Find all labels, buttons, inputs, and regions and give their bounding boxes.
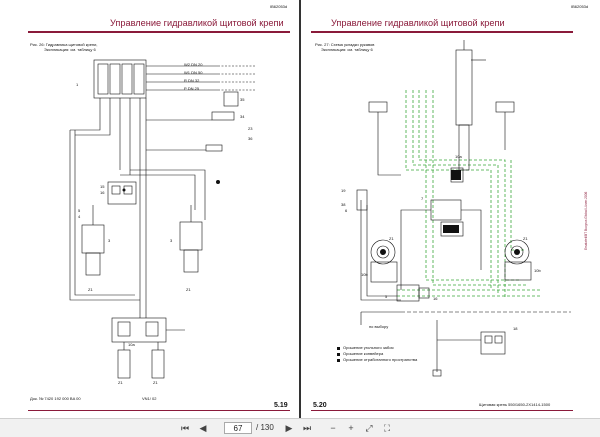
zoom-in-icon[interactable]: +: [348, 423, 354, 433]
svg-text:16: 16: [100, 190, 105, 195]
choice-label: по выбору: [369, 324, 389, 329]
svg-text:Z1: Z1: [523, 236, 528, 241]
svg-text:1: 1: [76, 82, 79, 87]
legend-label: Орошение конвейера: [343, 351, 384, 356]
title-rule: [311, 31, 573, 33]
svg-text:19: 19: [341, 188, 346, 193]
first-page-icon[interactable]: ⏮: [180, 423, 190, 433]
svg-text:10b: 10b: [361, 272, 368, 277]
hose-routing-diagram: 19 38 6 10a 7 Z1 Z1 10b 10b 5 16 18: [341, 40, 571, 377]
footer-rule: [28, 410, 290, 411]
bullet-icon: [337, 346, 340, 350]
footer-version: VN1/ 02: [142, 396, 157, 401]
page-number-input[interactable]: 67: [224, 422, 252, 434]
bullet-icon: [337, 352, 340, 356]
svg-text:18: 18: [513, 326, 518, 331]
hydraulic-schematic: 1 35 34 23 36 15 16 5 4 3 3 Z1 Z1 10a Z1…: [69, 59, 255, 385]
svg-text:Z1: Z1: [118, 380, 123, 385]
svg-text:4: 4: [78, 214, 81, 219]
svg-text:15: 15: [100, 184, 105, 189]
zoom-out-icon[interactable]: −: [330, 423, 336, 433]
figure-caption-sub: Экспликация: см. таблицу 6: [321, 47, 373, 52]
svg-text:35: 35: [240, 97, 245, 102]
svg-text:3: 3: [170, 238, 173, 243]
svg-text:16: 16: [433, 296, 438, 301]
page-title: Управление гидравликой щитовой крепи: [331, 18, 505, 28]
svg-text:Z1: Z1: [88, 287, 93, 292]
svg-text:10a: 10a: [128, 342, 135, 347]
line-label: W2 DN 20: [184, 62, 203, 67]
legend-label: Орошение отработанного пространства: [343, 357, 418, 362]
page-total: / 130: [256, 423, 274, 432]
svg-text:10a: 10a: [455, 154, 462, 159]
svg-text:10b: 10b: [534, 268, 541, 273]
svg-text:3: 3: [108, 238, 111, 243]
title-rule: [28, 31, 290, 33]
last-page-icon[interactable]: ⏭: [302, 423, 312, 433]
page-number: 5.19: [274, 402, 288, 409]
legend-item: Орошение угольного забоя: [337, 345, 417, 351]
line-label: R DN 32: [184, 78, 200, 83]
svg-text:Z1: Z1: [153, 380, 158, 385]
figure-caption-sub: Экспликация: см. таблицу 6: [44, 47, 96, 52]
fit-icon[interactable]: ⤢: [365, 423, 373, 433]
line-label: W1 DN 50: [184, 70, 203, 75]
legend-item: Орошение отработанного пространства: [337, 357, 417, 363]
svg-text:34: 34: [240, 114, 245, 119]
bullet-icon: [337, 358, 340, 362]
svg-text:Z1: Z1: [389, 236, 394, 241]
footer-rule: [311, 410, 573, 411]
doc-id: IB62053d: [270, 4, 288, 9]
viewer-toolbar: ⏮ ◀ 67 / 130 ▶ ⏭ − + ⤢ ⛶: [0, 418, 600, 437]
left-page: IB62053d Управление гидравликой щитовой …: [0, 0, 300, 418]
figure-caption: Рис. 26: Гидравлика щитовой крепи,: [30, 42, 98, 47]
page-spine: [299, 0, 301, 418]
legend: Орошение угольного забоя Орошение конвей…: [337, 345, 417, 363]
svg-text:7: 7: [421, 196, 424, 201]
footer-right: Щитовая крепь 550/1650-2X1414-1500: [479, 402, 551, 407]
next-page-icon[interactable]: ▶: [285, 423, 293, 433]
svg-text:5: 5: [385, 294, 388, 299]
right-page: IB62053d Управление гидравликой щитовой …: [301, 0, 600, 418]
svg-text:6: 6: [345, 208, 348, 213]
page-title: Управление гидравликой щитовой крепи: [110, 18, 284, 28]
svg-text:23: 23: [248, 126, 253, 131]
footer-doc: Док. № 7420 192 000 BA 00: [30, 396, 81, 401]
doc-id: IB62053d: [571, 4, 589, 9]
svg-text:5: 5: [78, 208, 81, 213]
svg-text:Z1: Z1: [186, 287, 191, 292]
svg-text:38: 38: [341, 202, 346, 207]
legend-label: Орошение угольного забоя: [343, 345, 394, 350]
fullscreen-icon[interactable]: ⛶: [383, 423, 391, 433]
line-label: P DN 25: [184, 86, 200, 91]
figure-caption: Рис. 27: Схема укладки рукавов: [315, 42, 375, 47]
prev-page-icon[interactable]: ◀: [199, 423, 207, 433]
page-number: 5.20: [313, 402, 327, 409]
legend-item: Орошение конвейера: [337, 351, 417, 357]
svg-text:36: 36: [248, 136, 253, 141]
